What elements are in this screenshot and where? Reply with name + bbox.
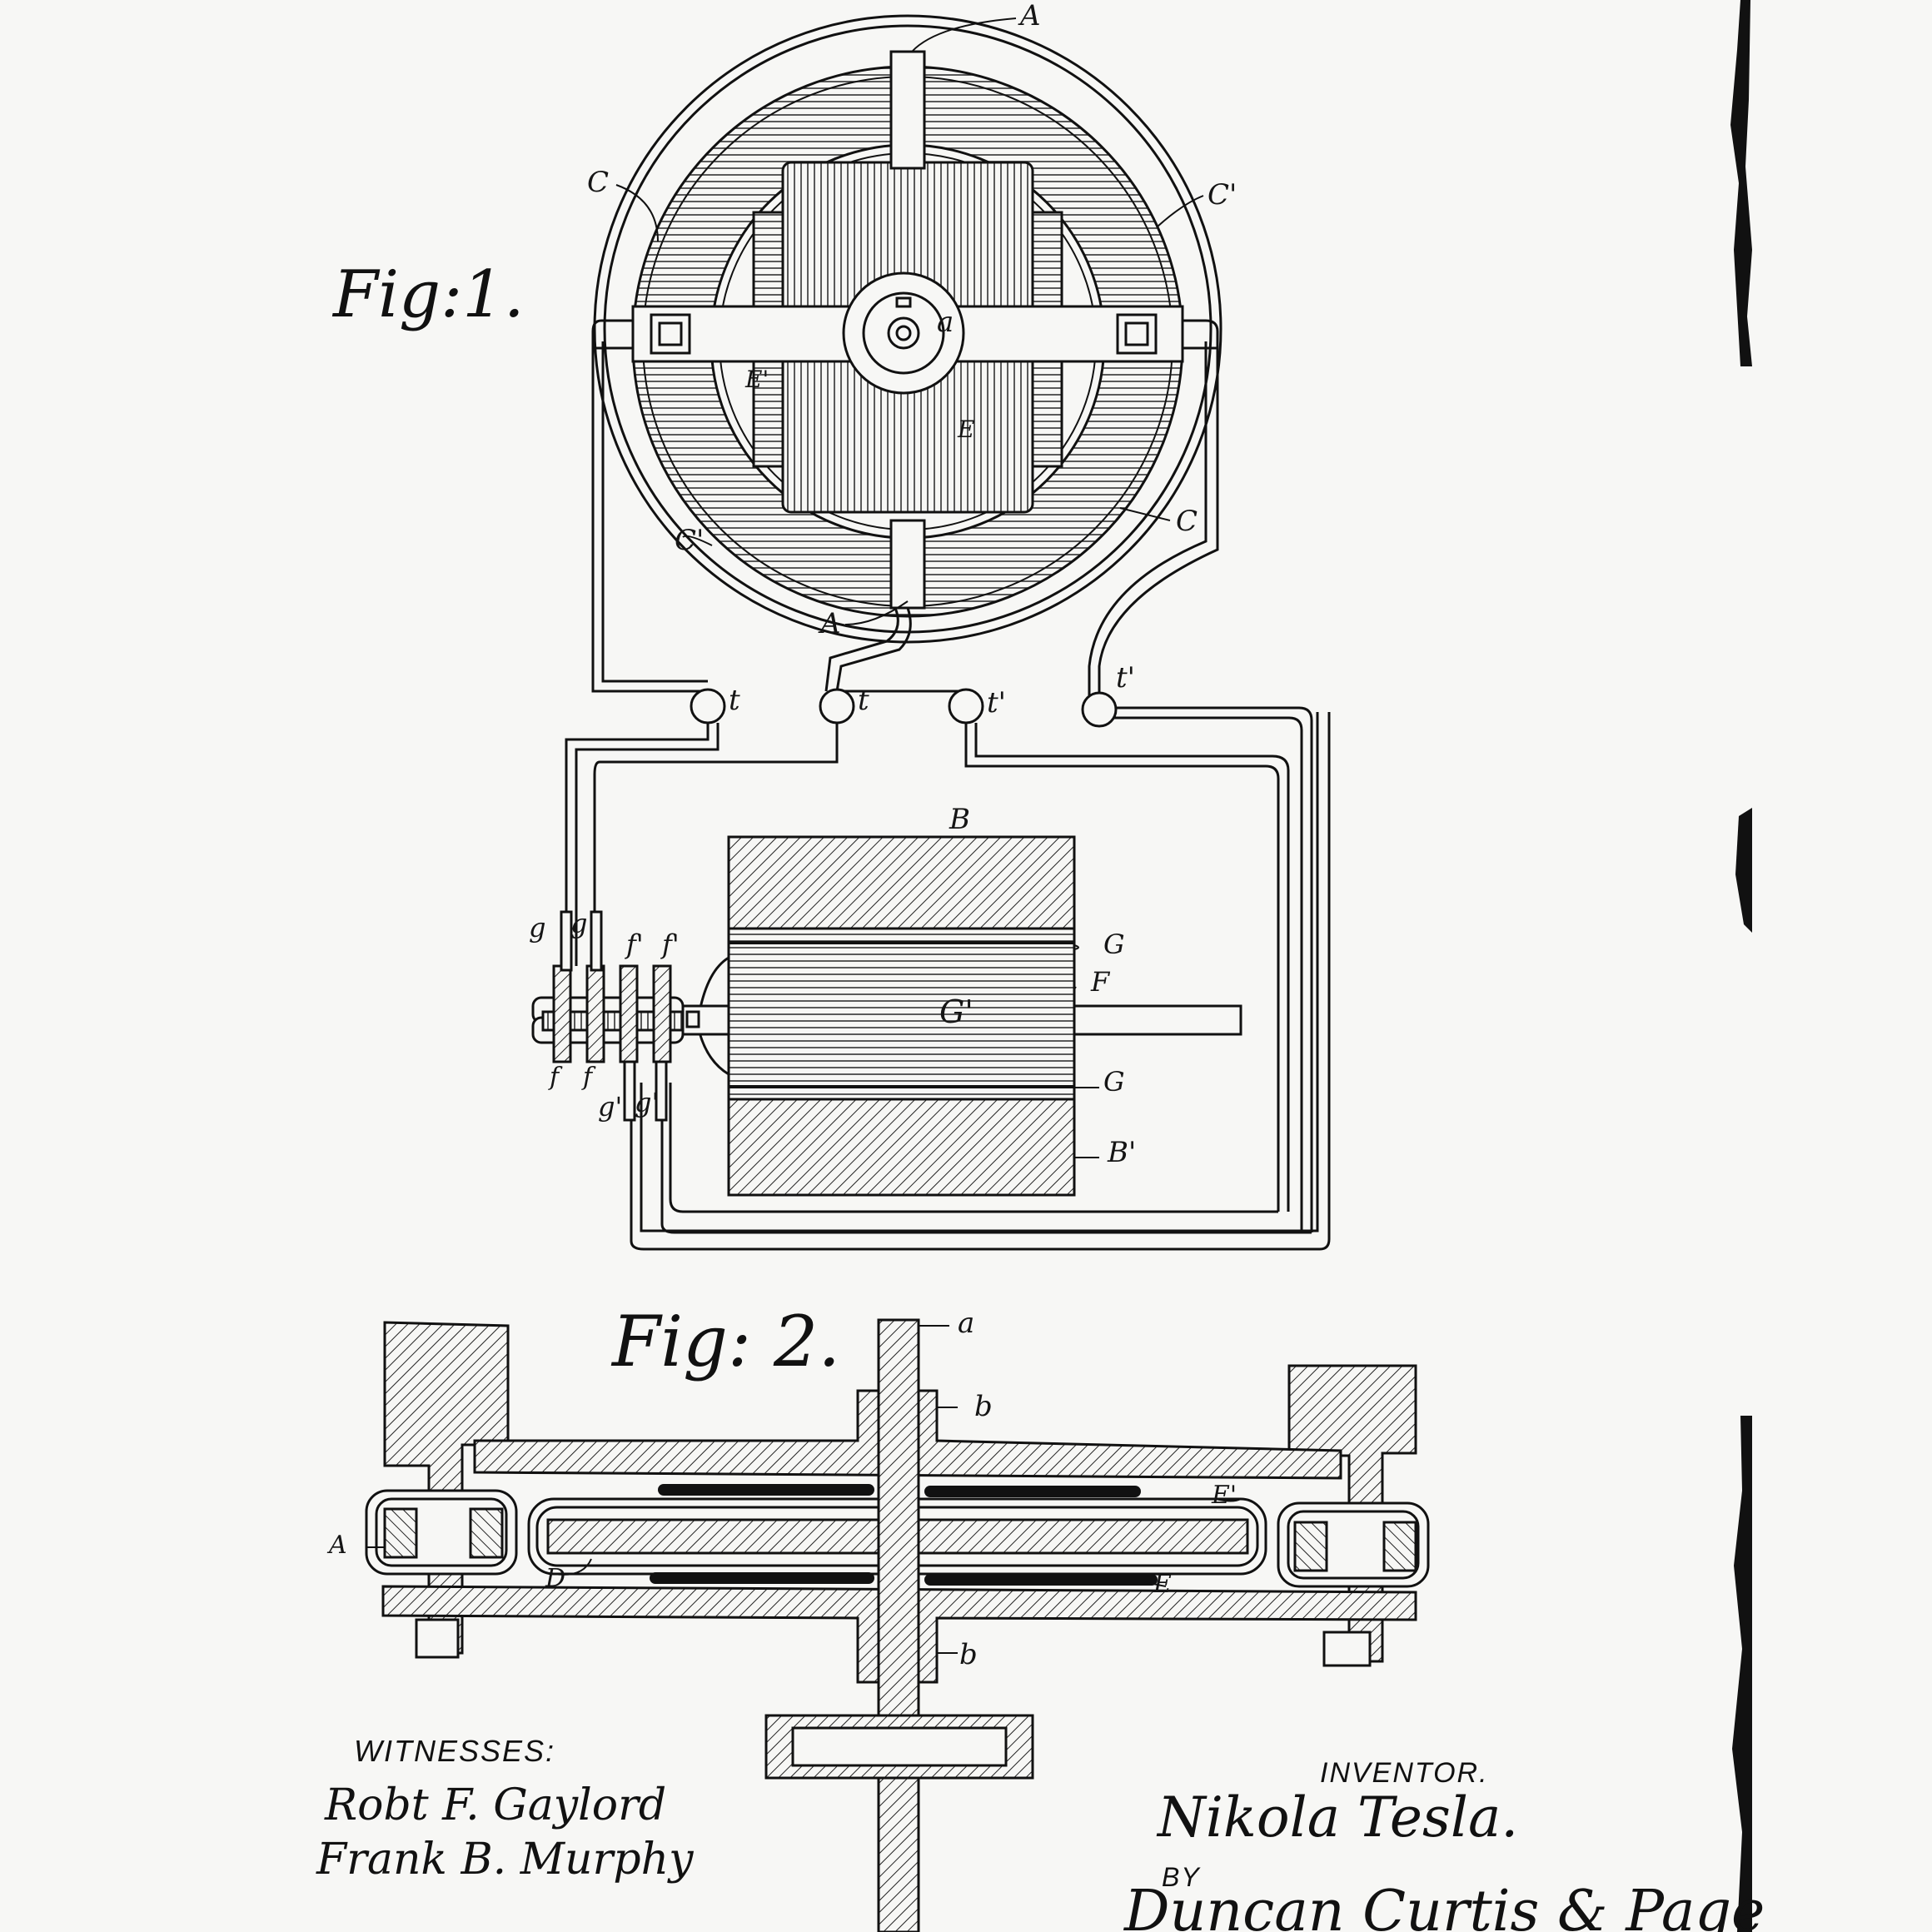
reference-letter-G1: G' [939, 993, 973, 1030]
reference-letter-t1: t [729, 684, 740, 717]
witnesses-heading: WITNESSES: [354, 1734, 555, 1768]
leader-lines [366, 17, 1242, 1654]
reference-letter-C1-left: C' [675, 524, 704, 557]
shaft-a [877, 1318, 920, 1932]
fig1-title: Fig:1. [331, 257, 525, 332]
ring-f-2 [585, 964, 605, 1063]
coil-right-1 [1293, 1521, 1328, 1572]
ring-f-1 [552, 964, 572, 1063]
witness-signature-1: Robt F. Gaylord [324, 1780, 666, 1830]
fig1-ring-assembly [591, 14, 1222, 644]
reference-letter-C-right: C [1176, 505, 1198, 538]
shaft-F [1073, 1004, 1242, 1036]
reference-letter-G-top: G [1103, 929, 1125, 960]
fig1-hub [842, 271, 965, 395]
reference-letter-t4: t' [1116, 661, 1135, 695]
reference-letter-C1-right: C' [1208, 178, 1237, 212]
winding-E [650, 1572, 1158, 1586]
reference-letter-A-bottom: A [818, 607, 841, 640]
torn-edge-upper [1730, 0, 1752, 366]
armature-G1 [727, 927, 1076, 1101]
reference-letter-f1a: f' [625, 929, 644, 960]
inventor-signature: Nikola Tesla. [1156, 1785, 1518, 1850]
inventor-heading: INVENTOR. [1320, 1757, 1489, 1789]
reference-letter-E1: E' [1211, 1481, 1237, 1510]
coil-A-left-2 [469, 1507, 504, 1559]
terminal-t-1 [690, 688, 726, 724]
torn-edge-lower [1732, 1416, 1752, 1932]
reference-letter-E: E [957, 416, 974, 443]
reference-letter-A: A [326, 1531, 347, 1560]
witness-signature-2: Frank B. Murphy [316, 1835, 694, 1885]
winding-E1 [658, 1484, 1141, 1497]
reference-letter-t2: t [858, 684, 869, 717]
fig2-title: Fig: 2. [610, 1301, 840, 1382]
reference-letter-b-top: b [974, 1390, 993, 1423]
ring-f1-1 [619, 964, 639, 1063]
reference-letter-B: B [949, 803, 970, 836]
ring-f1-2 [652, 964, 672, 1063]
terminal-t1-1 [948, 688, 984, 724]
reference-letter-E: E [1153, 1570, 1172, 1599]
reference-letter-g1a: g' [598, 1091, 622, 1123]
reference-letter-f1b: f' [660, 929, 680, 960]
reference-letter-D: D [545, 1564, 565, 1593]
fig1-terminals [690, 688, 1118, 728]
reference-letter-fb: f [581, 1063, 596, 1092]
fig1-field-magnet [677, 835, 1242, 1197]
reference-letter-F: F [1090, 966, 1111, 998]
coil-right-2 [1382, 1521, 1417, 1572]
torn-edge-middle [1735, 808, 1752, 933]
attorney-signature: Duncan Curtis & Page [1123, 1879, 1765, 1932]
reference-letter-G-bottom: G [1103, 1066, 1125, 1098]
reference-letter-g1: g [529, 912, 545, 944]
reference-letter-E1: E' [744, 366, 769, 393]
reference-letter-a: a [958, 1307, 974, 1340]
fig2-section [365, 1318, 1430, 1932]
reference-letter-B1: B' [1107, 1136, 1136, 1169]
terminal-t-2 [819, 688, 855, 724]
reference-letter-g1b: g' [635, 1087, 659, 1118]
fig1-commutator [531, 910, 685, 1122]
coil-A-left-1 [383, 1507, 418, 1559]
pole-piece-B [727, 835, 1076, 930]
terminal-t1-2 [1081, 691, 1118, 728]
reference-letter-fa: f [548, 1063, 563, 1092]
frame-left [383, 1321, 510, 1655]
reference-letter-g2: g [570, 908, 587, 939]
reference-letter-A-top: A [1018, 0, 1041, 32]
pole-piece-B1 [727, 1098, 1076, 1197]
reference-letter-b-bottom: b [959, 1638, 978, 1671]
reference-letter-a: a [937, 306, 954, 339]
reference-letter-C-left: C [587, 166, 609, 199]
reference-letter-t3: t' [987, 686, 1006, 720]
by-label: BY [1162, 1862, 1201, 1892]
